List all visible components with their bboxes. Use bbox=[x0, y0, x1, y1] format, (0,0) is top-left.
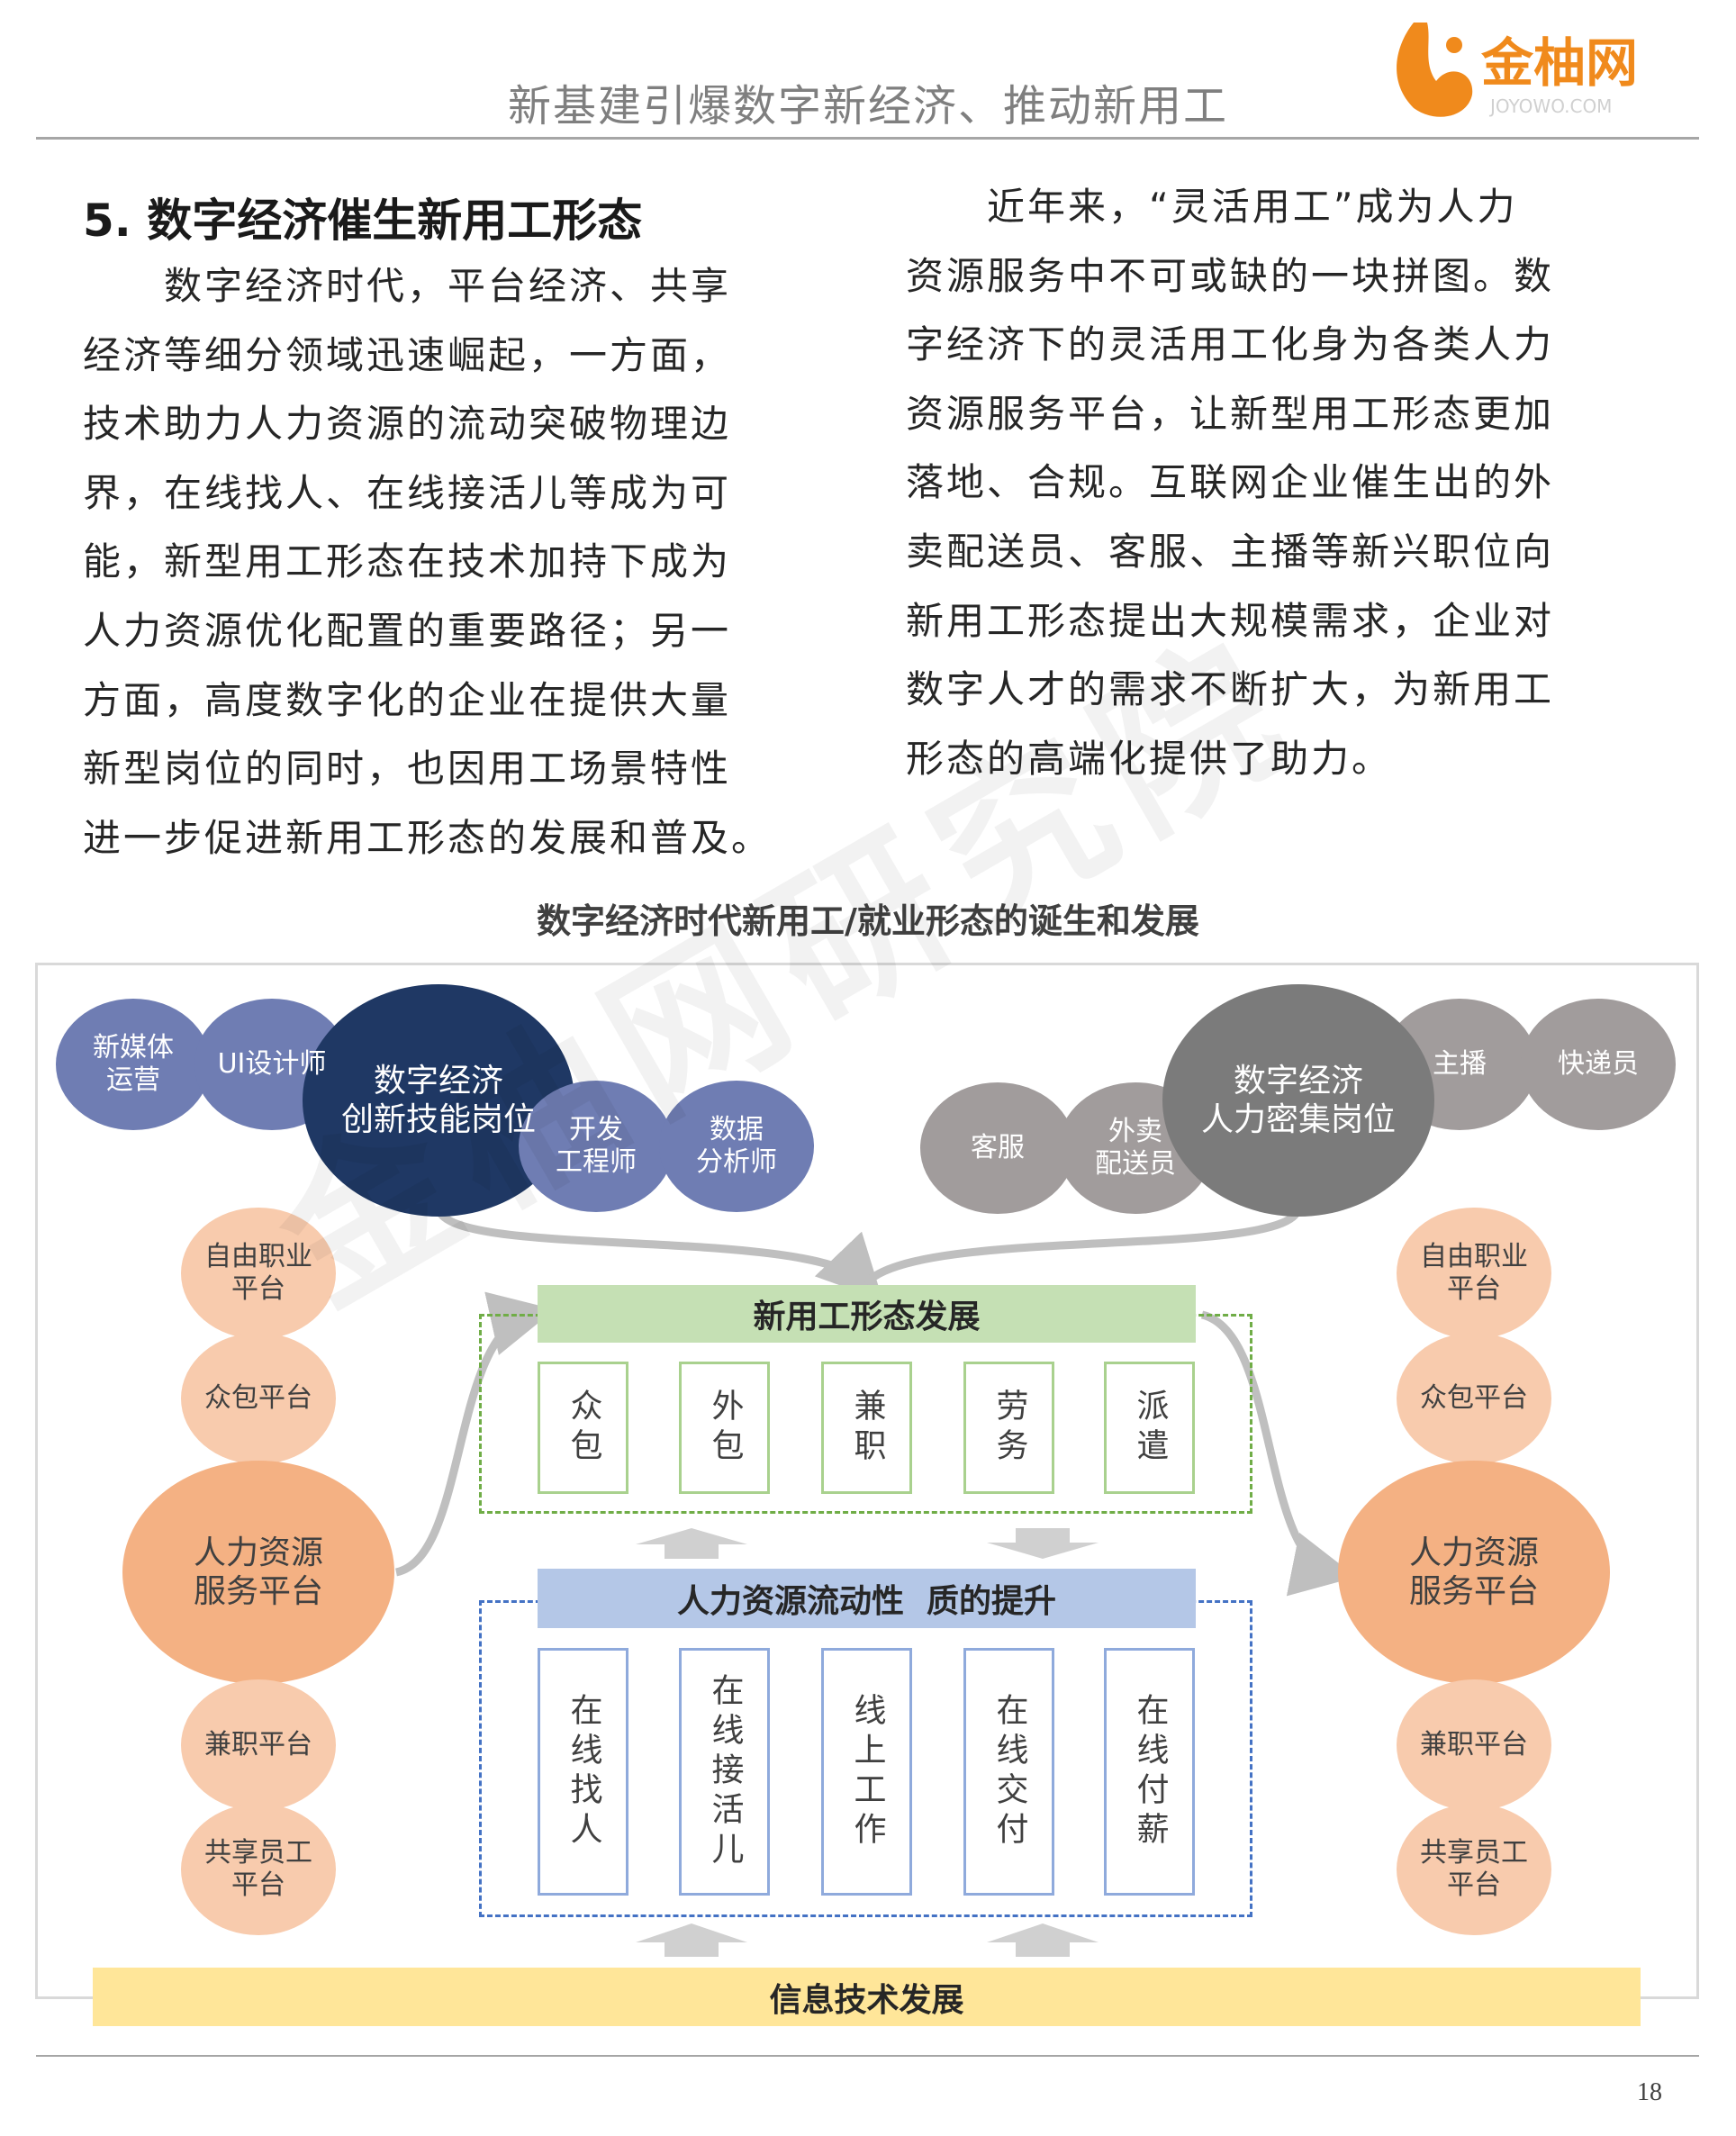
curve-arrow-left-top bbox=[434, 1205, 883, 1301]
text-line: 界，在线找人、在线接活儿等成为可 bbox=[83, 470, 732, 515]
curve-arrow-right-top bbox=[863, 1205, 1303, 1287]
new-forms-title: 新用工形态发展 bbox=[538, 1285, 1196, 1343]
label: UI设计师 bbox=[217, 1048, 327, 1080]
label: 数字经济 人力密集岗位 bbox=[1200, 1062, 1396, 1138]
curve-arrow-left bbox=[394, 1291, 556, 1577]
label: 数字经济 创新技能岗位 bbox=[340, 1062, 536, 1138]
header-title: 新基建引爆数字新经济、推动新用工 bbox=[507, 81, 1228, 131]
mobility-item: 在线交付 bbox=[963, 1648, 1054, 1896]
form-item: 外包 bbox=[679, 1362, 770, 1494]
up-arrow bbox=[987, 1923, 1099, 1957]
text-line: 资源服务平台，让新型用工形态更加 bbox=[906, 391, 1555, 436]
text-line: 经济等细分领域迅速崛起，一方面， bbox=[83, 332, 732, 377]
text-line: 新用工形态提出大规模需求，企业对 bbox=[906, 598, 1555, 643]
form-item: 劳务 bbox=[963, 1362, 1054, 1494]
diagram-title: 数字经济时代新用工/就业形态的诞生和发展 bbox=[537, 901, 1199, 941]
label: 新媒体 运营 bbox=[93, 1032, 174, 1096]
label: 自由职业 平台 bbox=[1420, 1241, 1528, 1305]
text-line: 数字人才的需求不断扩大，为新用工 bbox=[906, 667, 1555, 712]
label: 共享员工 平台 bbox=[1420, 1837, 1528, 1901]
label: 兼职平台 bbox=[1420, 1729, 1528, 1760]
logo: 金柚网 JOYOWO.COM bbox=[1387, 9, 1720, 126]
svg-text:金柚网: 金柚网 bbox=[1481, 32, 1638, 94]
text-line: 能，新型用工形态在技术加持下成为 bbox=[83, 539, 732, 584]
text-line: 形态的高端化提供了助力。 bbox=[906, 736, 1393, 781]
platform-hr-service-left: 人力资源 服务平台 bbox=[122, 1461, 394, 1684]
logo-icon: 金柚网 JOYOWO.COM bbox=[1397, 23, 1638, 117]
platform-crowdsourcing-left: 众包平台 bbox=[181, 1333, 336, 1464]
header-divider bbox=[36, 137, 1699, 140]
form-item: 派遣 bbox=[1104, 1362, 1195, 1494]
label: 众包平台 bbox=[1420, 1382, 1528, 1414]
text-line: 人力资源优化配置的重要路径；另一 bbox=[83, 608, 732, 653]
text-line: 字经济下的灵活用工化身为各类人力 bbox=[906, 322, 1555, 367]
label: 人力资源 服务平台 bbox=[1408, 1534, 1539, 1610]
platform-freelance-left: 自由职业 平台 bbox=[181, 1208, 336, 1339]
left-paragraph: 数字经济时代，平台经济、共享 经济等细分领域迅速崛起，一方面， 技术助力人力资源… bbox=[83, 252, 772, 873]
form-item: 众包 bbox=[538, 1362, 628, 1494]
platform-shared-staff-right: 共享员工 平台 bbox=[1397, 1804, 1551, 1935]
text-line: 近年来，“灵活用工”成为人力 bbox=[906, 185, 1518, 229]
label: 数据 分析师 bbox=[696, 1114, 777, 1178]
right-paragraph: 近年来，“灵活用工”成为人力 资源服务中不可或缺的一块拼图。数 字经济下的灵活用… bbox=[906, 173, 1554, 793]
label: 主播 bbox=[1433, 1048, 1487, 1080]
page-number: 18 bbox=[1637, 2078, 1662, 2106]
mobility-item: 在线付薪 bbox=[1104, 1648, 1195, 1896]
platform-parttime-left: 兼职平台 bbox=[181, 1679, 336, 1811]
foundation-bar: 信息技术发展 bbox=[93, 1968, 1641, 2026]
label: 众包平台 bbox=[204, 1382, 312, 1414]
text-line: 资源服务中不可或缺的一块拼图。数 bbox=[906, 253, 1555, 298]
text-line: 落地、合规。互联网企业催生出的外 bbox=[906, 460, 1555, 505]
text-line: 新型岗位的同时，也因用工场景特性 bbox=[83, 747, 732, 792]
text-line: 方面，高度数字化的企业在提供大量 bbox=[83, 677, 732, 722]
platform-hr-service-right: 人力资源 服务平台 bbox=[1338, 1461, 1610, 1684]
text-line: 进一步促进新用工形态的发展和普及。 bbox=[83, 815, 773, 860]
up-arrow bbox=[636, 1923, 747, 1957]
platform-freelance-right: 自由职业 平台 bbox=[1397, 1208, 1551, 1339]
label: 开发 工程师 bbox=[556, 1114, 637, 1178]
mobility-item: 在线接活儿 bbox=[679, 1648, 770, 1896]
mobility-item: 线上工作 bbox=[821, 1648, 912, 1896]
label: 外卖 配送员 bbox=[1095, 1116, 1176, 1180]
form-item: 兼职 bbox=[821, 1362, 912, 1494]
curve-arrow-right bbox=[1200, 1310, 1357, 1597]
text-line: 数字经济时代，平台经济、共享 bbox=[83, 264, 732, 308]
down-arrow bbox=[987, 1528, 1099, 1559]
role-new-media: 新媒体 运营 bbox=[56, 999, 211, 1130]
labor-intensive-jobs: 数字经济 人力密集岗位 bbox=[1162, 984, 1434, 1217]
svg-text:JOYOWO.COM: JOYOWO.COM bbox=[1488, 95, 1612, 117]
footer-divider bbox=[36, 2055, 1699, 2057]
label: 自由职业 平台 bbox=[204, 1241, 312, 1305]
platform-crowdsourcing-right: 众包平台 bbox=[1397, 1333, 1551, 1464]
role-developer: 开发 工程师 bbox=[519, 1081, 674, 1212]
label: 快递员 bbox=[1558, 1048, 1639, 1080]
text-line: 技术助力人力资源的流动突破物理边 bbox=[83, 402, 732, 447]
mobility-item: 在线找人 bbox=[538, 1648, 628, 1896]
role-data-analyst: 数据 分析师 bbox=[659, 1081, 814, 1212]
label: 兼职平台 bbox=[204, 1729, 312, 1760]
label: 人力资源 服务平台 bbox=[193, 1534, 323, 1610]
label: 共享员工 平台 bbox=[204, 1837, 312, 1901]
platform-shared-staff-left: 共享员工 平台 bbox=[181, 1804, 336, 1935]
up-arrow bbox=[636, 1528, 747, 1559]
platform-parttime-right: 兼职平台 bbox=[1397, 1679, 1551, 1811]
role-courier: 快递员 bbox=[1521, 999, 1676, 1130]
text-line: 卖配送员、客服、主播等新兴职位向 bbox=[906, 529, 1555, 574]
section-title: 5. 数字经济催生新用工形态 bbox=[83, 195, 643, 247]
role-customer-service: 客服 bbox=[920, 1082, 1075, 1214]
mobility-title: 人力资源流动性 质的提升 bbox=[538, 1569, 1196, 1628]
label: 客服 bbox=[971, 1132, 1025, 1163]
